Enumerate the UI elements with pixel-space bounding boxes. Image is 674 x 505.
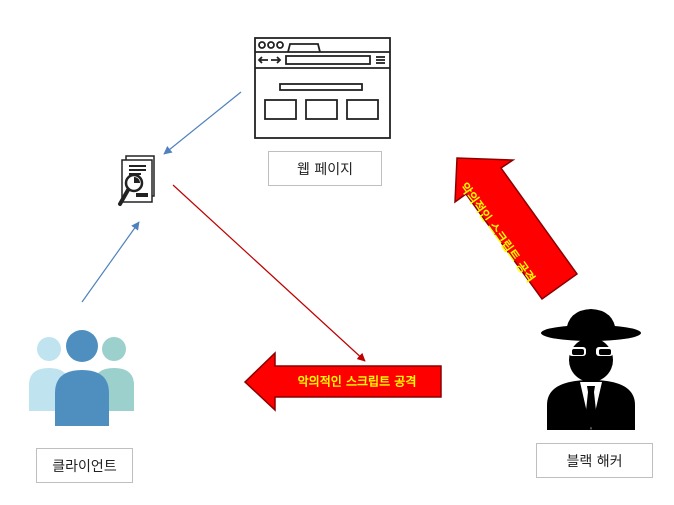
connector-inspector-to-attack	[172, 184, 366, 362]
client-label: 클라이언트	[36, 448, 133, 483]
user-group-icon	[29, 330, 134, 426]
attack-arrow-hacker-to-web: 악의적인 스크립트 공격	[454, 157, 579, 301]
spy-hacker-icon	[541, 309, 641, 430]
connector-web-to-inspector	[163, 91, 242, 155]
web-page-label: 웹 페이지	[268, 151, 382, 186]
attack-arrow-label-horizontal: 악의적인 스크립트 공격	[298, 374, 417, 389]
attack-arrow-horizontal: 악의적인 스크립트 공격	[243, 351, 442, 412]
hacker-label: 블랙 해커	[536, 443, 653, 478]
connector-client-to-inspector	[81, 221, 140, 303]
browser-window-icon	[254, 37, 391, 139]
document-inspect-icon	[118, 155, 155, 206]
